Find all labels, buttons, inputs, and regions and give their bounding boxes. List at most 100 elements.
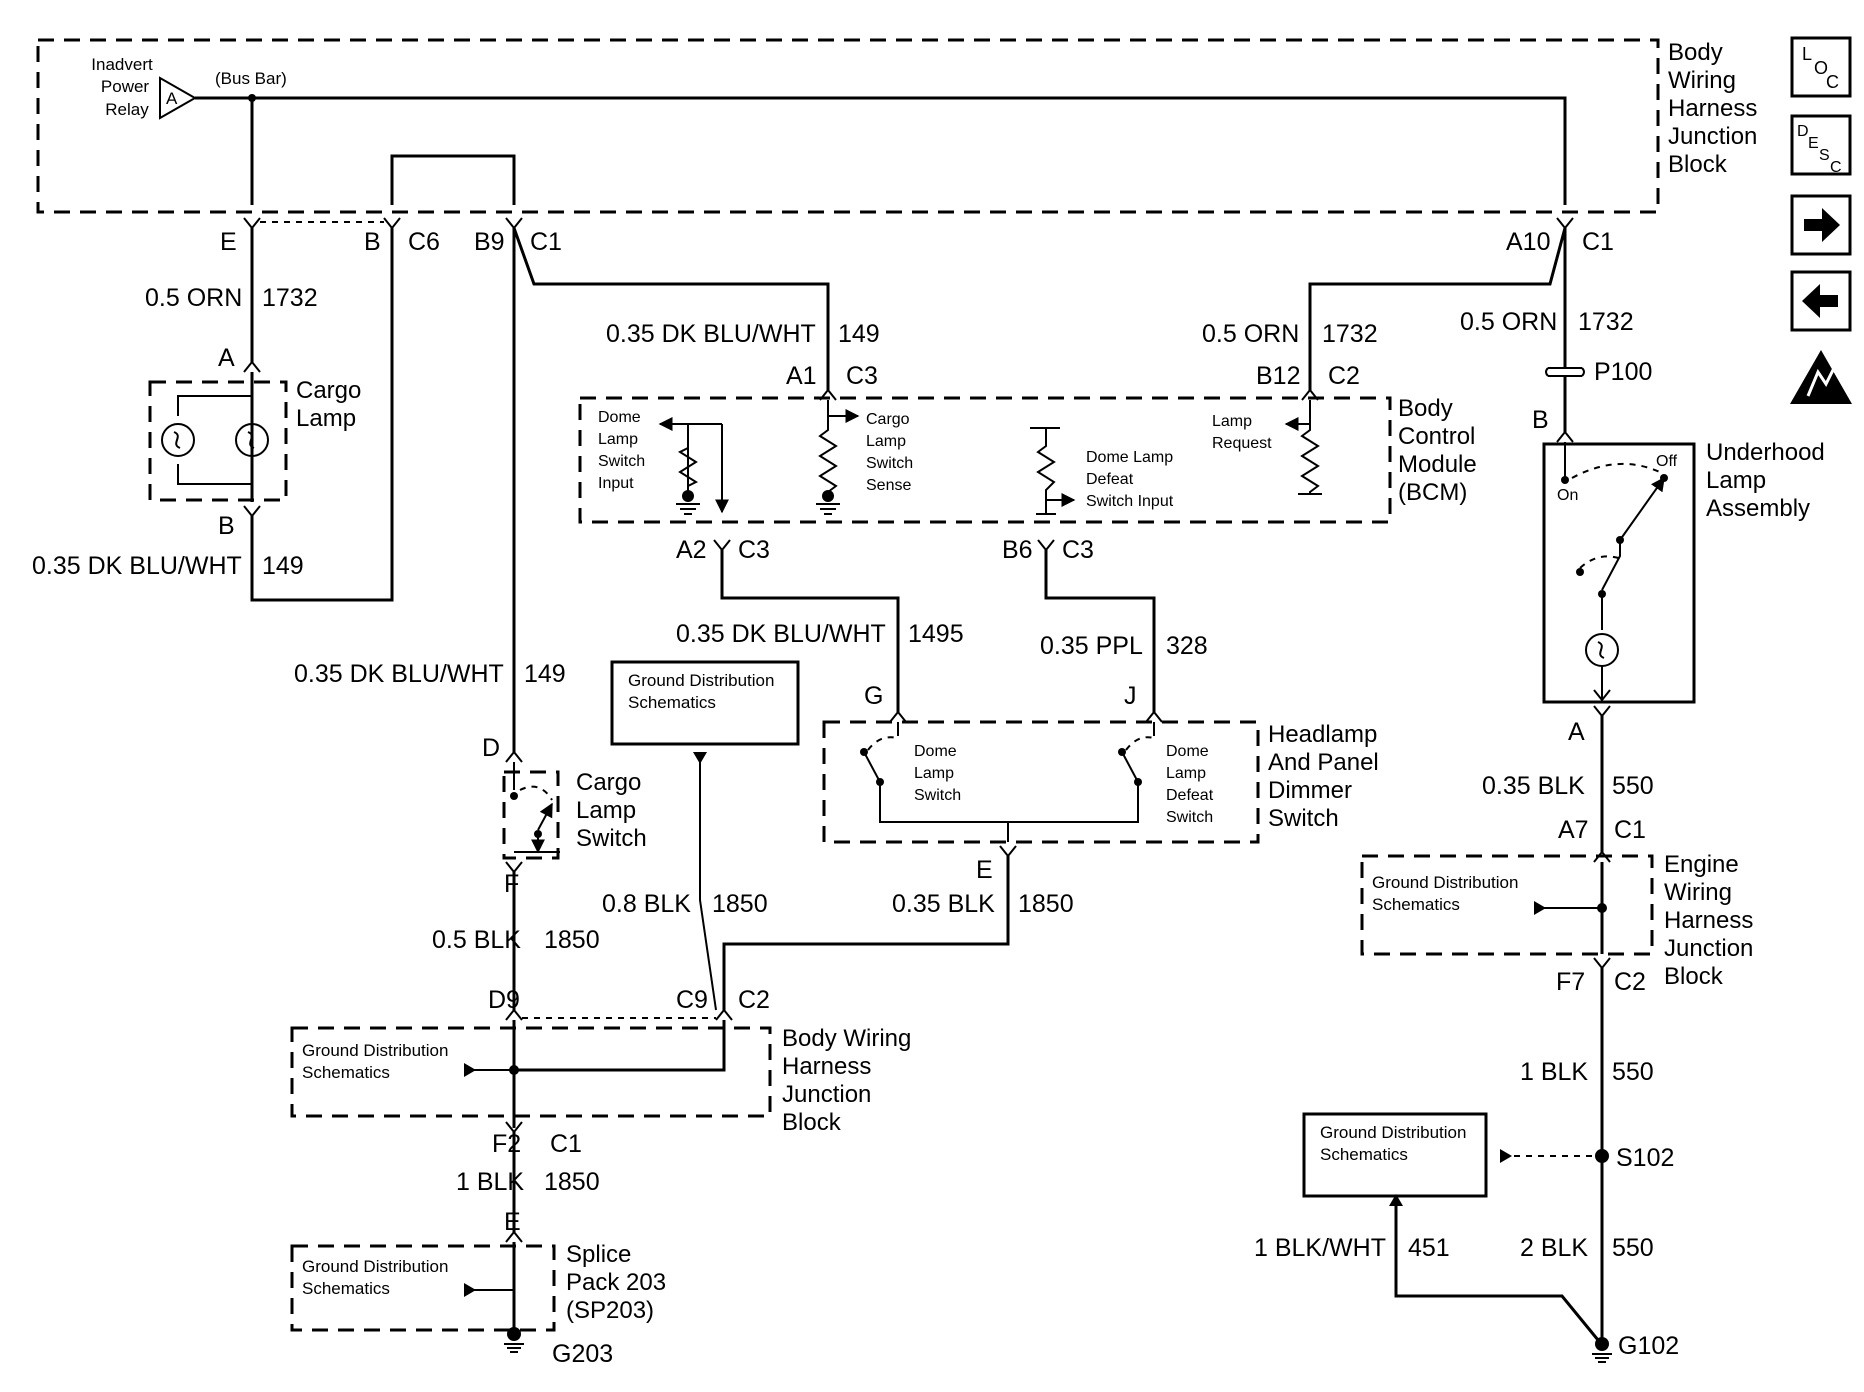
bwhjb-bot-label-4: Block [782,1109,842,1136]
headlamp-defeat-3: Defeat [1166,787,1214,804]
pin-e-top: E [220,228,237,256]
cargo-lamp-bulb-left-icon [161,423,195,457]
next-arrow-icon [1804,208,1840,242]
bcm-cargo-sense-2: Lamp [866,433,906,450]
underhood-on-label: On [1557,487,1578,504]
bcm-pin-c2: C2 [1328,362,1360,390]
bcm-pin-a1: A1 [786,362,817,390]
engine-wiring-harness-junction-block [1360,854,1654,956]
loc-letter-c: C [1826,72,1839,92]
pin-b-top: B [364,228,381,256]
loc-button[interactable]: L O C [1790,36,1852,98]
wire-w10-circuit: 1850 [712,890,768,918]
headlamp-defeat-1: Dome [1166,743,1209,760]
wire-w14-circuit: 1850 [544,1168,600,1196]
bwhjb-top-line4: Junction [1668,123,1757,150]
bcm-pin-c3-a1: C3 [846,362,878,390]
wire-w4-gauge: 0.5 ORN [1460,308,1557,336]
wire-w6-circuit: 149 [524,660,566,688]
headlamp-label-3: Dimmer [1268,777,1352,804]
headlamp-defeat-2: Lamp [1166,765,1206,782]
wire-w8-gauge: 0.35 PPL [1040,632,1143,660]
gds-right-label-1: Ground Distribution [1320,1123,1466,1142]
bcm-dome-input-3: Switch [598,453,645,470]
bwhjb-bot-pin-c2: C2 [738,986,770,1014]
relay-label-3: Relay [105,100,149,119]
bcm-defeat-1: Dome Lamp [1086,449,1173,466]
bcm-pin-c3-a2: C3 [738,536,770,564]
cargo-lamp-bulb-right-icon [235,423,269,457]
gds-splice-label-2: Schematics [302,1279,390,1298]
wire-w15-gauge: 1 BLK/WHT [1254,1234,1386,1262]
underhood-pin-b: B [1532,406,1549,434]
bcm-cargo-sense-1: Cargo [866,411,910,428]
g102-label: G102 [1618,1332,1679,1360]
desc-letter-e: E [1808,135,1819,152]
bcm-dome-input-2: Lamp [598,431,638,448]
ewhjb-label-5: Block [1664,963,1724,990]
gds-splice-label-1: Ground Distribution [302,1257,448,1276]
pin-c1-top-right: C1 [1582,228,1614,256]
underhood-lamp-assembly-box [1542,442,1696,704]
bcm-lamp-request-2: Request [1212,435,1272,452]
bcm-dome-input-4: Input [598,475,634,492]
bcm-cargo-sense-3: Switch [866,455,913,472]
underhood-label-1: Underhood [1706,439,1825,466]
ewhjb-label-3: Harness [1664,907,1753,934]
wire-w13-circuit: 550 [1612,1058,1654,1086]
headlamp-label-1: Headlamp [1268,721,1377,748]
wire-w7-gauge: 0.35 DK BLU/WHT [676,620,886,648]
underhood-off-label: Off [1656,453,1678,470]
esd-warning-icon [1790,350,1852,404]
prev-arrow-icon [1802,284,1838,318]
wire-w11-gauge: 0.35 BLK [892,890,995,918]
ewhjb-pin-a7: A7 [1558,816,1589,844]
bcm-label-4: (BCM) [1398,479,1467,506]
prev-button[interactable] [1790,270,1852,332]
splice-label-2: Pack 203 [566,1269,666,1296]
bwhjb-bot-pin-f2: F2 [492,1130,521,1158]
gds-bwhjb-label-1: Ground Distribution [302,1041,448,1060]
wire-w1-gauge: 0.5 ORN [145,284,242,312]
cargo-switch-pin-f: F [504,870,519,898]
gds-ewhjb-label-2: Schematics [1372,895,1460,914]
ground-distribution-box-center[interactable] [610,660,800,746]
cargo-switch-label-3: Switch [576,825,647,852]
desc-letter-c: C [1830,159,1842,176]
wire-w2-circuit: 149 [262,552,304,580]
wire-w16-gauge: 2 BLK [1520,1234,1588,1262]
loc-letter-o: O [1814,58,1828,78]
desc-button[interactable]: D E S C [1790,114,1852,176]
bcm-lamp-request-1: Lamp [1212,413,1252,430]
ewhjb-pin-c1: C1 [1614,816,1646,844]
headlamp-pin-j: J [1124,682,1137,710]
bcm-defeat-3: Switch Input [1086,493,1174,510]
cargo-lamp-label-1: Cargo [296,377,361,404]
wire-w14-gauge: 1 BLK [456,1168,524,1196]
bwhjb-top-line1: Body [1668,39,1723,66]
underhood-label-3: Assembly [1706,495,1810,522]
wire-w11-circuit: 1850 [1018,890,1074,918]
bwhjb-top-line2: Wiring [1668,67,1736,94]
gds-ewhjb-label-1: Ground Distribution [1372,873,1518,892]
wire-w2-gauge: 0.35 DK BLU/WHT [32,552,242,580]
wire-w4-circuit: 1732 [1578,308,1634,336]
wire-w5-gauge: 0.35 DK BLU/WHT [606,320,816,348]
headlamp-defeat-4: Switch [1166,809,1213,826]
headlamp-label-2: And Panel [1268,749,1379,776]
wire-w12-circuit: 1850 [544,926,600,954]
gds-bwhjb-label-2: Schematics [302,1063,390,1082]
cargo-lamp-label-2: Lamp [296,405,356,432]
headlamp-dimmer-switch-box [822,720,1260,844]
underhood-switch-arm [1619,476,1665,541]
ewhjb-pin-c2: C2 [1614,968,1646,996]
relay-label-2: Power [101,77,150,96]
bwhjb-bot-label-1: Body Wiring [782,1025,911,1052]
gds-center-label-2: Schematics [628,693,716,712]
relay-label-1: Inadvert [91,55,153,74]
splice-label-3: (SP203) [566,1297,654,1324]
underhood-pin-a: A [1568,718,1585,746]
p100-connector-icon [1545,367,1585,377]
wire-w16-circuit: 550 [1612,1234,1654,1262]
next-button[interactable] [1790,194,1852,256]
